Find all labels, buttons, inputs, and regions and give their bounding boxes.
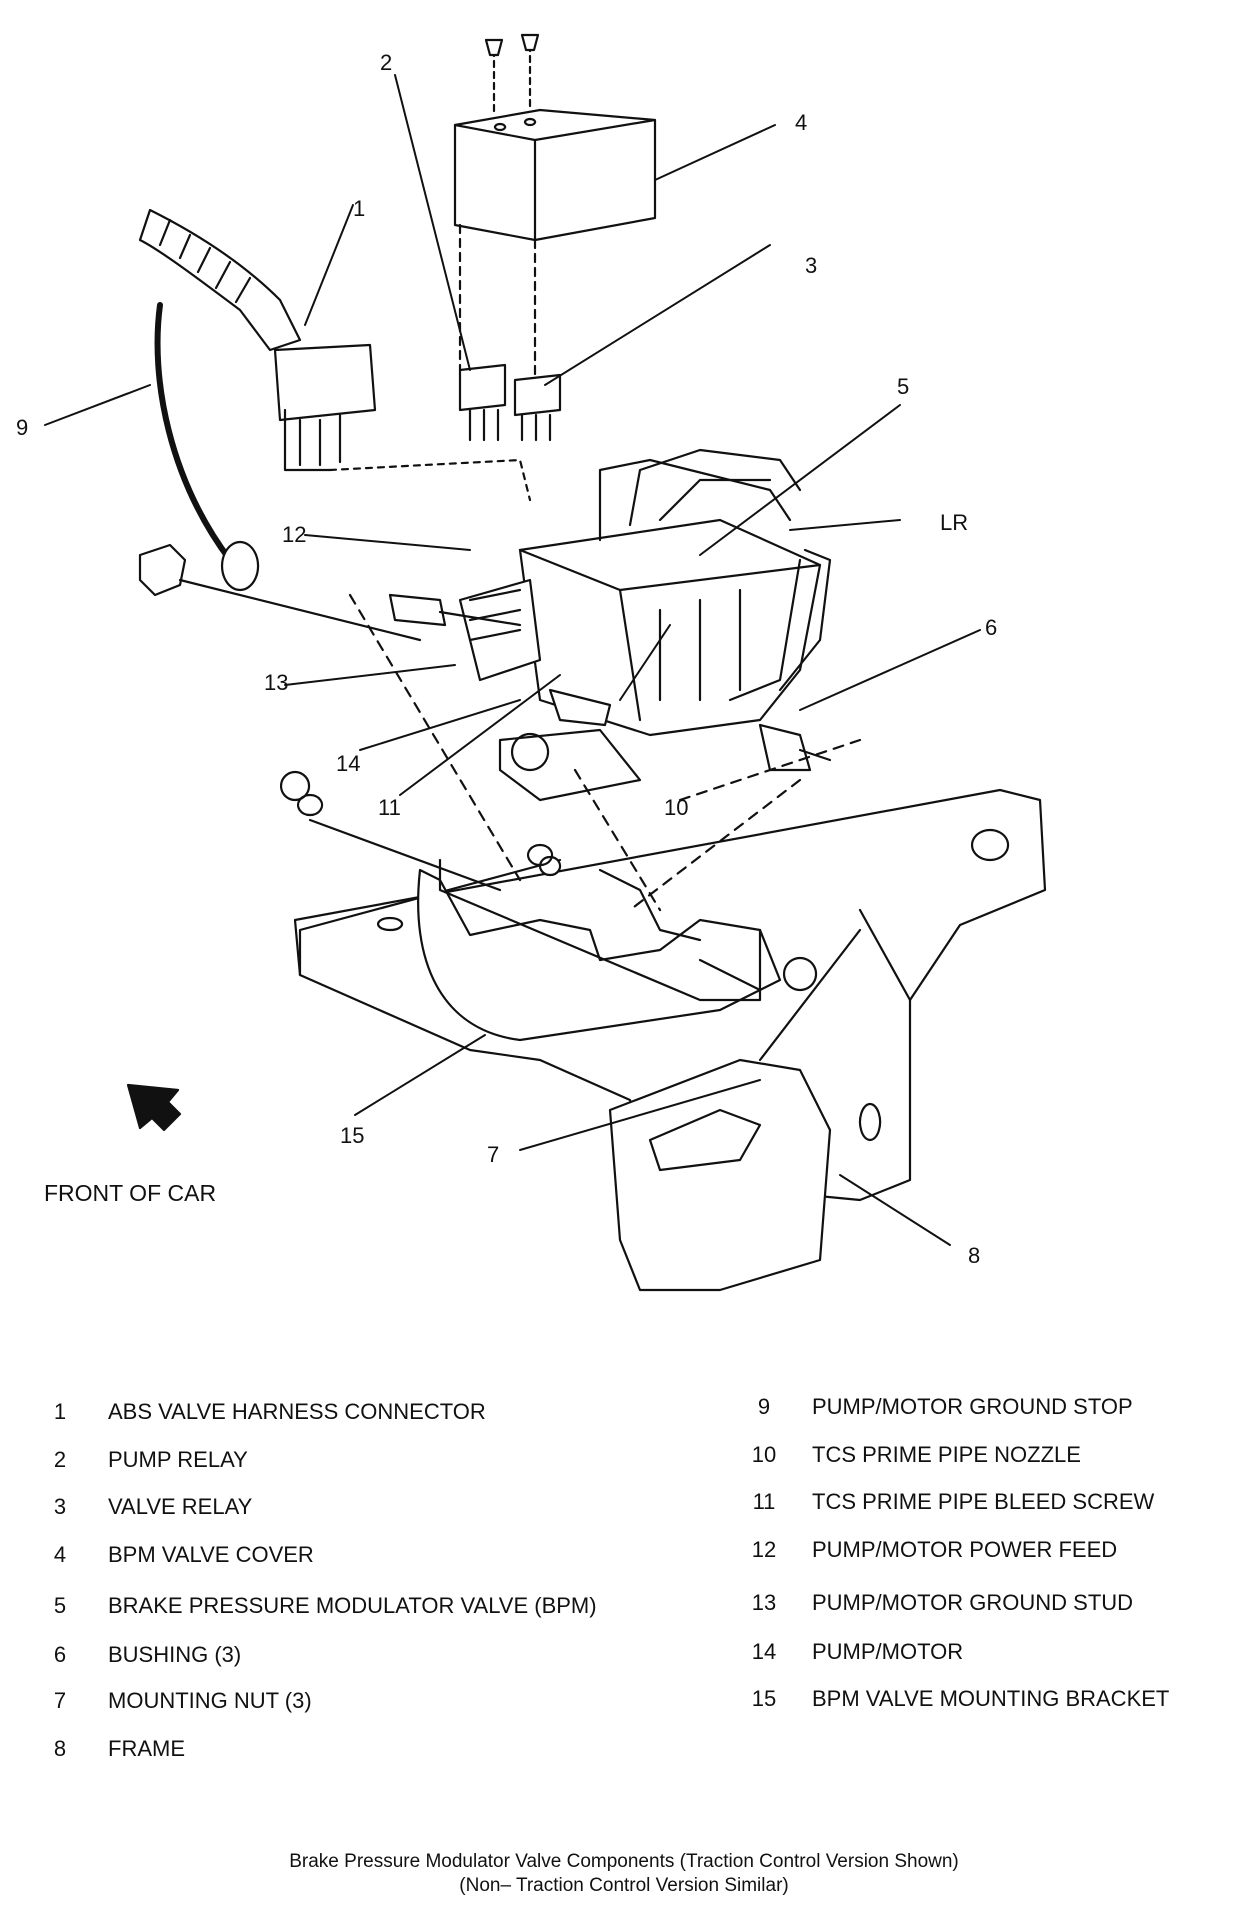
callout-1: 1: [353, 196, 366, 221]
callout-15: 15: [340, 1123, 365, 1148]
figure-caption: Brake Pressure Modulator Valve Component…: [0, 1850, 1248, 1898]
callout-10: 10: [664, 795, 689, 820]
callout-lr: LR: [940, 510, 969, 535]
caption-line-2: (Non– Traction Control Version Similar): [459, 1875, 789, 1896]
front-of-car-label: FRONT OF CAR: [44, 1180, 217, 1206]
callout-6: 6: [985, 615, 998, 640]
callout-12: 12: [282, 522, 307, 547]
callout-13: 13: [264, 670, 289, 695]
guide-lines: [348, 593, 862, 912]
callout-8: 8: [968, 1243, 981, 1268]
callout-9: 9: [16, 415, 29, 440]
relays-drawing: [458, 223, 562, 442]
exploded-view-illustration: [44, 33, 1047, 1292]
callout-5: 5: [897, 374, 910, 399]
bpm-valve-drawing: [458, 448, 832, 802]
callout-11: 11: [378, 795, 401, 820]
callout-2: 2: [380, 50, 393, 75]
caption-line-1: Brake Pressure Modulator Valve Component…: [289, 1851, 959, 1872]
bracket-drawing: [417, 858, 782, 1042]
frame-drawing: [293, 788, 1047, 1292]
leader-lines: [44, 74, 981, 1246]
valve-cover-drawing: [453, 33, 657, 242]
callout-3: 3: [805, 253, 818, 278]
callout-7: 7: [487, 1142, 500, 1167]
callout-4: 4: [795, 110, 808, 135]
fasteners-drawing: [279, 593, 832, 992]
callout-14: 14: [336, 751, 361, 776]
harness-connector-drawing: [138, 208, 532, 502]
front-of-car-arrow-icon: [126, 1083, 182, 1132]
ground-strap-drawing: [138, 302, 422, 642]
